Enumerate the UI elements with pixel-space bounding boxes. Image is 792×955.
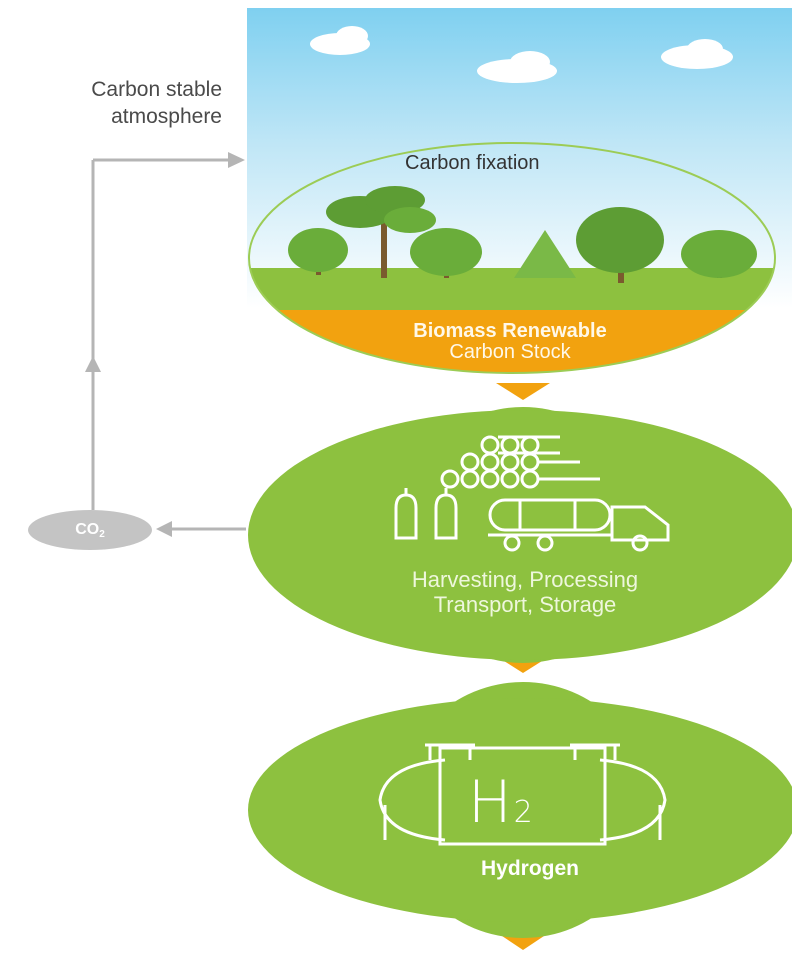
carbon-fixation-label: Carbon fixation	[405, 152, 540, 174]
tanker-truck-icon	[488, 498, 670, 552]
arrow-right-icon	[228, 152, 245, 168]
atmosphere-line2: atmosphere	[111, 105, 222, 128]
co2-subscript: 2	[99, 529, 105, 540]
tree-icon	[514, 230, 576, 278]
hydrogen-ellipse	[248, 698, 792, 922]
processing-line1: Harvesting, Processing	[411, 567, 639, 592]
gas-cylinder-icon	[394, 488, 458, 540]
tree-icon	[410, 228, 482, 278]
co2-label: CO2	[28, 510, 152, 550]
tree-icon	[576, 207, 664, 283]
h2-text: H	[468, 768, 514, 836]
h2-subscript: 2	[513, 795, 535, 830]
tree-icon	[288, 228, 348, 275]
cloud-icon	[477, 51, 557, 83]
biomass-title: Biomass Renewable	[413, 320, 607, 342]
logs-icon	[440, 435, 600, 489]
processing-line2: Transport, Storage	[433, 592, 617, 617]
atmosphere-label: Carbon stable atmosphere	[0, 76, 222, 130]
arrow-up-icon	[85, 356, 101, 372]
atmosphere-line1: Carbon stable	[91, 78, 222, 101]
tree-icon	[326, 186, 436, 278]
carbon-cycle-arrow	[91, 158, 246, 531]
cloud-icon	[661, 39, 733, 69]
hydrogen-label: Hydrogen	[480, 857, 579, 880]
h2-symbol: H2	[468, 768, 535, 836]
cloud-icon	[310, 26, 370, 55]
down-arrow-icon	[496, 383, 550, 400]
co2-bubble	[28, 510, 152, 550]
biomass-subtitle: Carbon Stock	[449, 341, 571, 363]
tree-icon	[681, 230, 757, 278]
co2-text: CO	[75, 521, 100, 538]
hydrogen-tank-icon	[378, 743, 667, 846]
arrow-left-icon	[156, 521, 172, 537]
fixation-circle-outline	[248, 142, 776, 374]
